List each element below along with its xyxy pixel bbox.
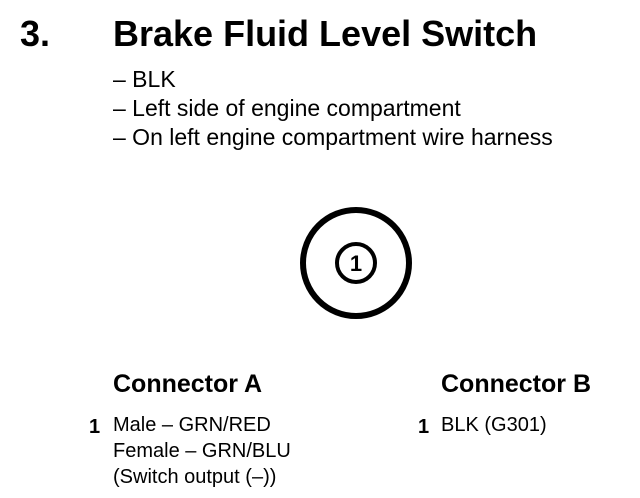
connector-a-pin-number: 1 <box>89 416 101 438</box>
connector-pin-label: 1 <box>350 251 362 276</box>
connector-a-male-wire: Male – GRN/RED <box>113 414 271 436</box>
detail-list: – BLK – Left side of engine compartment … <box>113 65 553 152</box>
section-title: Brake Fluid Level Switch <box>113 13 538 54</box>
connector-face-diagram: 1 <box>300 207 412 319</box>
connector-b-pin-number: 1 <box>418 416 430 438</box>
detail-color: – BLK <box>113 66 176 92</box>
connector-a-function: (Switch output (–)) <box>113 466 277 488</box>
section-number: 3. <box>20 13 51 54</box>
connector-a-heading: Connector A <box>113 370 263 398</box>
connector-a-pin-description: Male – GRN/RED Female – GRN/BLU (Switch … <box>113 412 291 490</box>
detail-harness: – On left engine compartment wire harnes… <box>113 124 553 150</box>
connector-a-female-wire: Female – GRN/BLU <box>113 440 291 462</box>
connector-b-wire: BLK (G301) <box>441 414 547 436</box>
connector-b-heading: Connector B <box>441 370 591 398</box>
connector-pin-ring <box>335 242 377 284</box>
detail-location: – Left side of engine compartment <box>113 95 461 121</box>
connector-outer-ring <box>300 207 412 319</box>
connector-b-pin-description: BLK (G301) <box>441 412 547 438</box>
